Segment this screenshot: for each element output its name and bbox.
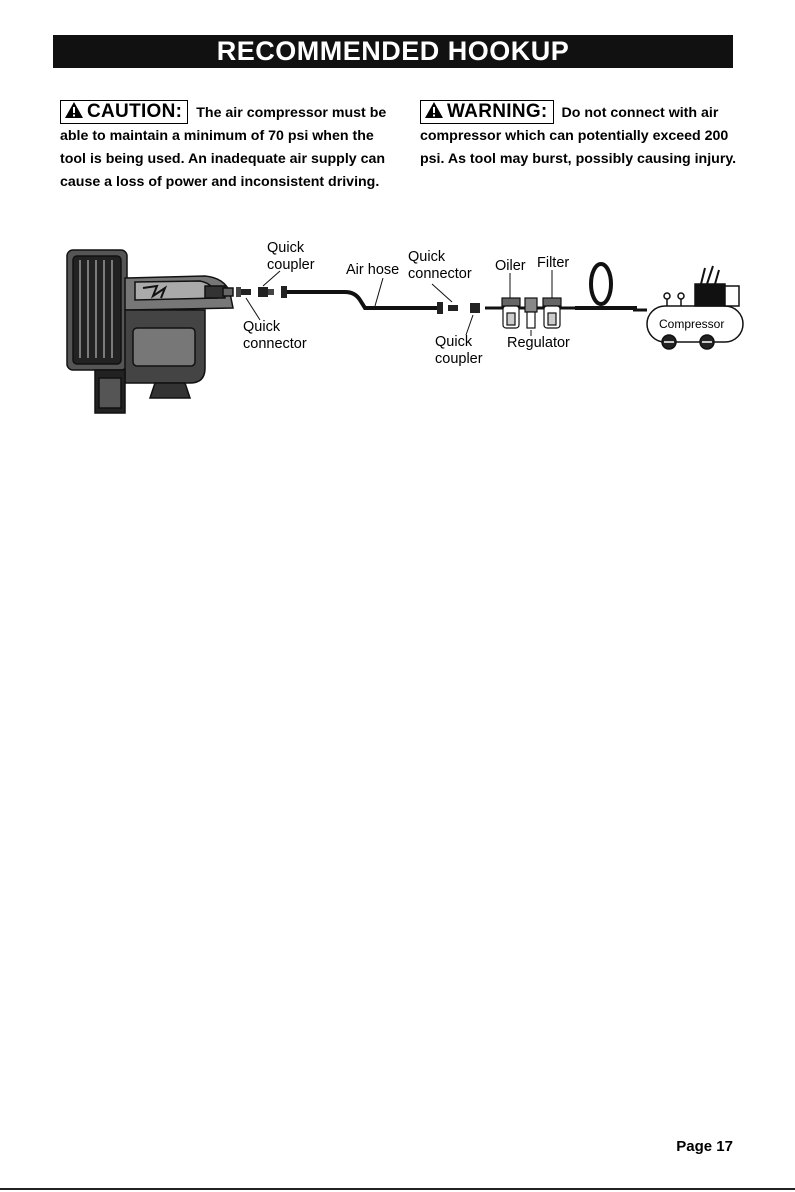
label-line: Oiler: [495, 258, 526, 274]
label-line: Regulator: [507, 335, 570, 351]
label-compressor: Compressor: [659, 316, 724, 333]
warning-text: Do not connect with air compressor which…: [420, 105, 737, 167]
warning-badge: WARNING:: [420, 100, 554, 124]
label-regulator: Regulator: [507, 335, 570, 352]
caution-badge: CAUTION:: [60, 100, 189, 124]
bottom-rule: [0, 1188, 795, 1190]
coil-nailer-icon: [66, 249, 234, 414]
label-line: coupler: [267, 257, 315, 273]
label-line: coupler: [435, 351, 483, 367]
quick-coupler-tool: [258, 287, 274, 297]
hookup-diagram-drawing: [66, 249, 744, 414]
label-quick-coupler-bottom: Quick coupler: [435, 334, 483, 368]
label-line: Compressor: [659, 317, 725, 331]
label-line: Filter: [537, 255, 570, 271]
compressor-icon: [633, 265, 744, 350]
quick-connector-tool: [236, 287, 251, 297]
label-line: connector: [243, 336, 307, 352]
label-line: Quick: [435, 334, 473, 350]
label-air-hose: Air hose: [346, 262, 399, 279]
label-line: Air hose: [346, 262, 400, 278]
air-hose-icon: [281, 286, 443, 314]
label-quick-connector-bottom: Quick connector: [243, 319, 307, 353]
label-quick-connector-top: Quick connector: [408, 249, 472, 283]
page-title: RECOMMENDED HOOKUP: [216, 36, 570, 66]
caution-label: CAUTION:: [87, 101, 183, 122]
label-line: Quick: [243, 319, 281, 335]
caution-text: The air compressor must be able to maint…: [60, 105, 387, 190]
hose-loop-icon: [575, 262, 637, 310]
quick-connector-hose: [448, 305, 458, 311]
label-oiler: Oiler: [495, 258, 526, 275]
page-title-bar: RECOMMENDED HOOKUP: [53, 35, 733, 68]
hookup-diagram: Quick coupler Air hose Quick connector O…: [55, 238, 755, 423]
warning-notice: WARNING: Do not connect with air compres…: [420, 100, 750, 171]
label-quick-coupler-top: Quick coupler: [267, 240, 315, 274]
label-line: Quick: [408, 249, 446, 265]
warning-triangle-icon: [425, 102, 443, 118]
warning-label: WARNING:: [447, 101, 548, 122]
frl-unit-icon: [485, 297, 575, 329]
page-number: Page 17: [676, 1138, 733, 1155]
caution-notice: CAUTION: The air compressor must be able…: [60, 100, 390, 194]
label-filter: Filter: [537, 255, 569, 272]
warning-triangle-icon: [65, 102, 83, 118]
label-line: connector: [408, 266, 472, 282]
label-leaders: [245, 270, 553, 336]
quick-coupler-hose: [470, 303, 480, 313]
label-line: Quick: [267, 240, 305, 256]
